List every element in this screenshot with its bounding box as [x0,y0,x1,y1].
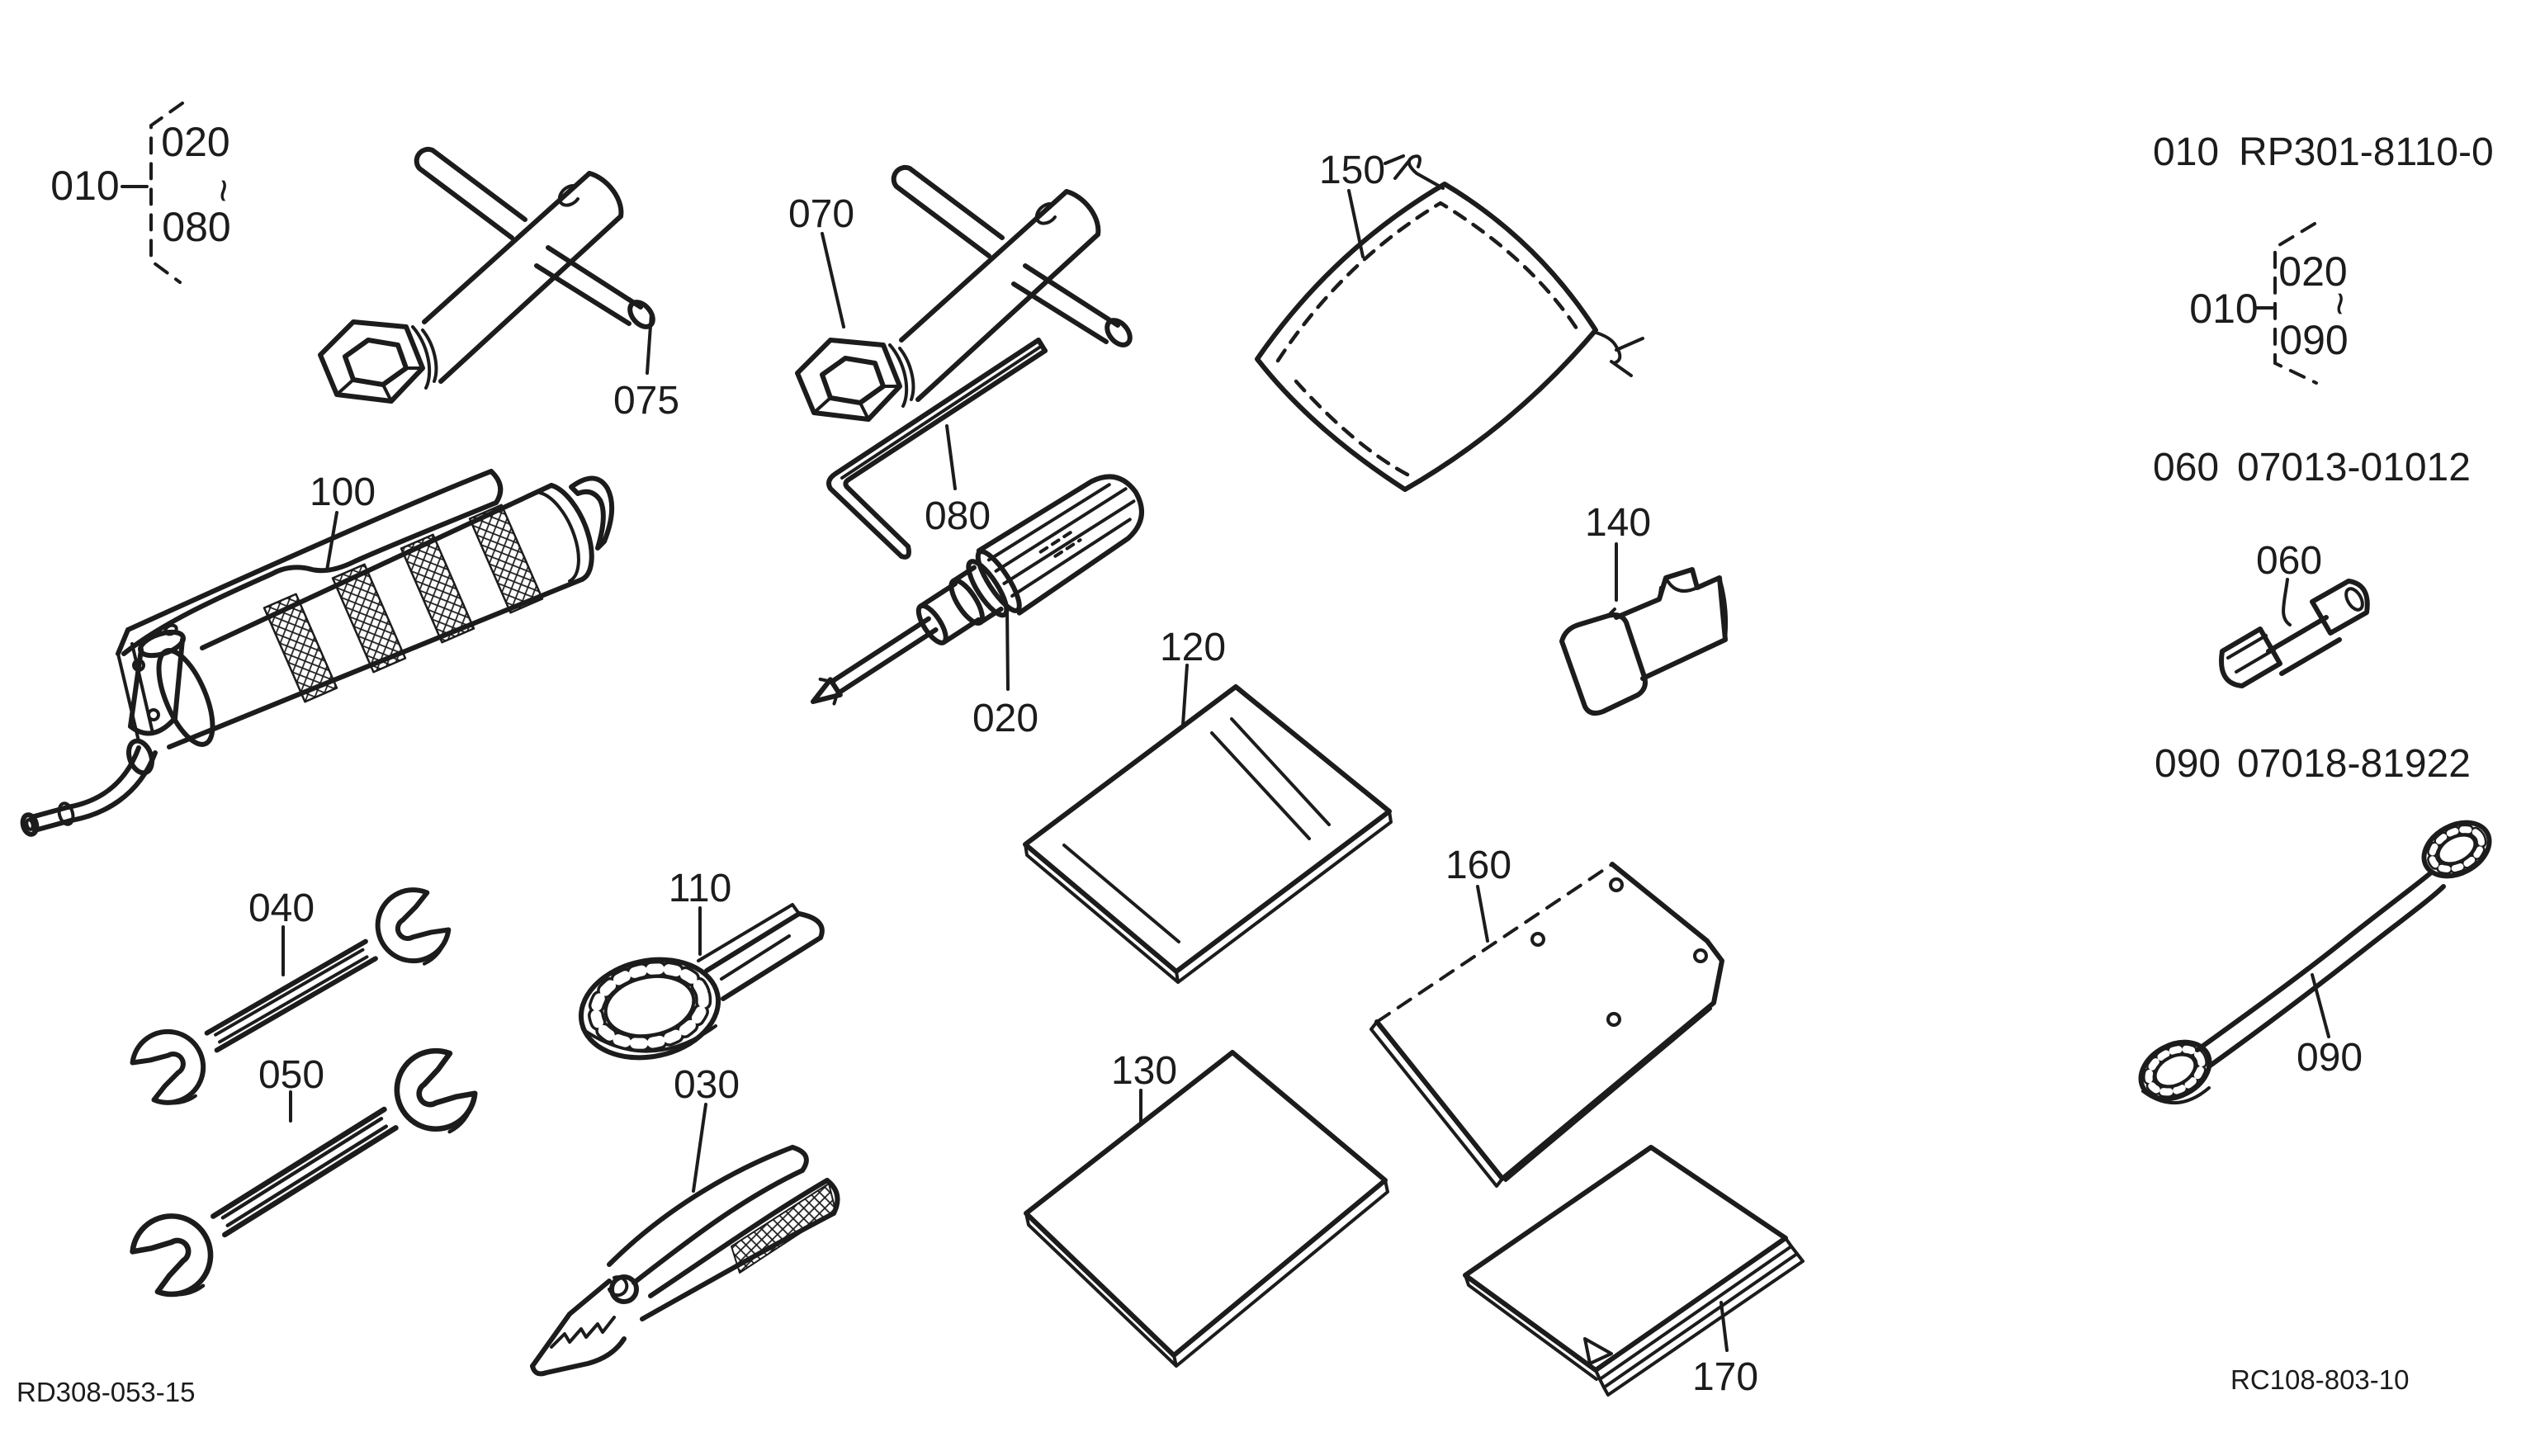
group-bracket-left: 010 020 ~ 080 [50,102,247,284]
plate-160-drawing [1369,862,1724,1188]
callout-160: 160 [1445,844,1511,887]
callout-075: 075 [613,379,679,423]
manual-120-drawing [1023,684,1393,984]
group-parent-ref: 010 [50,163,119,209]
part-row-number: 07013-01012 [2237,446,2471,489]
filter-wrench-110-drawing [578,903,825,1061]
group-parent-ref: 010 [2189,286,2258,332]
leader-lines [281,189,2330,1352]
part-row-ref: 090 [2155,742,2221,786]
callout-020: 020 [972,697,1038,740]
callout-110: 110 [669,867,732,910]
group-range-first: 020 [161,119,229,165]
callout-100: 100 [310,470,376,514]
tool-bag-150-drawing [1255,154,1644,492]
hex-key-080-drawing [826,338,1048,560]
part-row-ref: 060 [2153,446,2219,489]
fuse-puller-140-drawing [1559,567,1729,716]
callout-150: 150 [1319,149,1385,192]
group-range-first: 020 [2278,248,2347,295]
box-wrench-090-drawing [2138,820,2492,1104]
grease-gun-100-drawing [20,469,615,837]
callout-080: 080 [925,494,991,538]
group-bracket-right: 010 020 ~ 090 [2189,222,2363,385]
parts-list: 010 RP301-8110-0 060 07013-01012 090 070… [2153,130,2494,786]
callout-040: 040 [248,886,315,930]
callout-130: 130 [1111,1049,1177,1093]
part-row-ref: 010 [2153,130,2219,174]
screwdriver-020-drawing [811,474,1144,706]
callout-050: 050 [258,1053,324,1097]
callout-090-column: 090 [2297,1036,2363,1080]
drawing-code-right: RC108-803-10 [2230,1364,2409,1395]
spark-plug-wrench-075-drawing [320,149,657,401]
booklet-170-drawing [1463,1145,1805,1397]
group-range-tilde: ~ [2317,291,2363,315]
callout-140: 140 [1585,501,1651,545]
drawing-code-left: RD308-053-15 [17,1377,195,1407]
callout-070: 070 [788,192,854,236]
callout-170: 170 [1692,1355,1758,1399]
document-130-drawing [1024,1050,1389,1368]
callout-060-column: 060 [2256,539,2322,583]
part-row-number: 07018-81922 [2237,742,2471,786]
group-range-last: 090 [2279,317,2348,363]
group-range-last: 080 [162,204,230,250]
pliers-030-drawing [530,1145,840,1377]
callout-030: 030 [674,1063,740,1107]
part-row-number: RP301-8110-0 [2239,130,2494,174]
group-range-tilde: ~ [201,178,247,202]
tube-spanner-060-drawing [2219,579,2370,688]
callout-120: 120 [1160,626,1226,669]
